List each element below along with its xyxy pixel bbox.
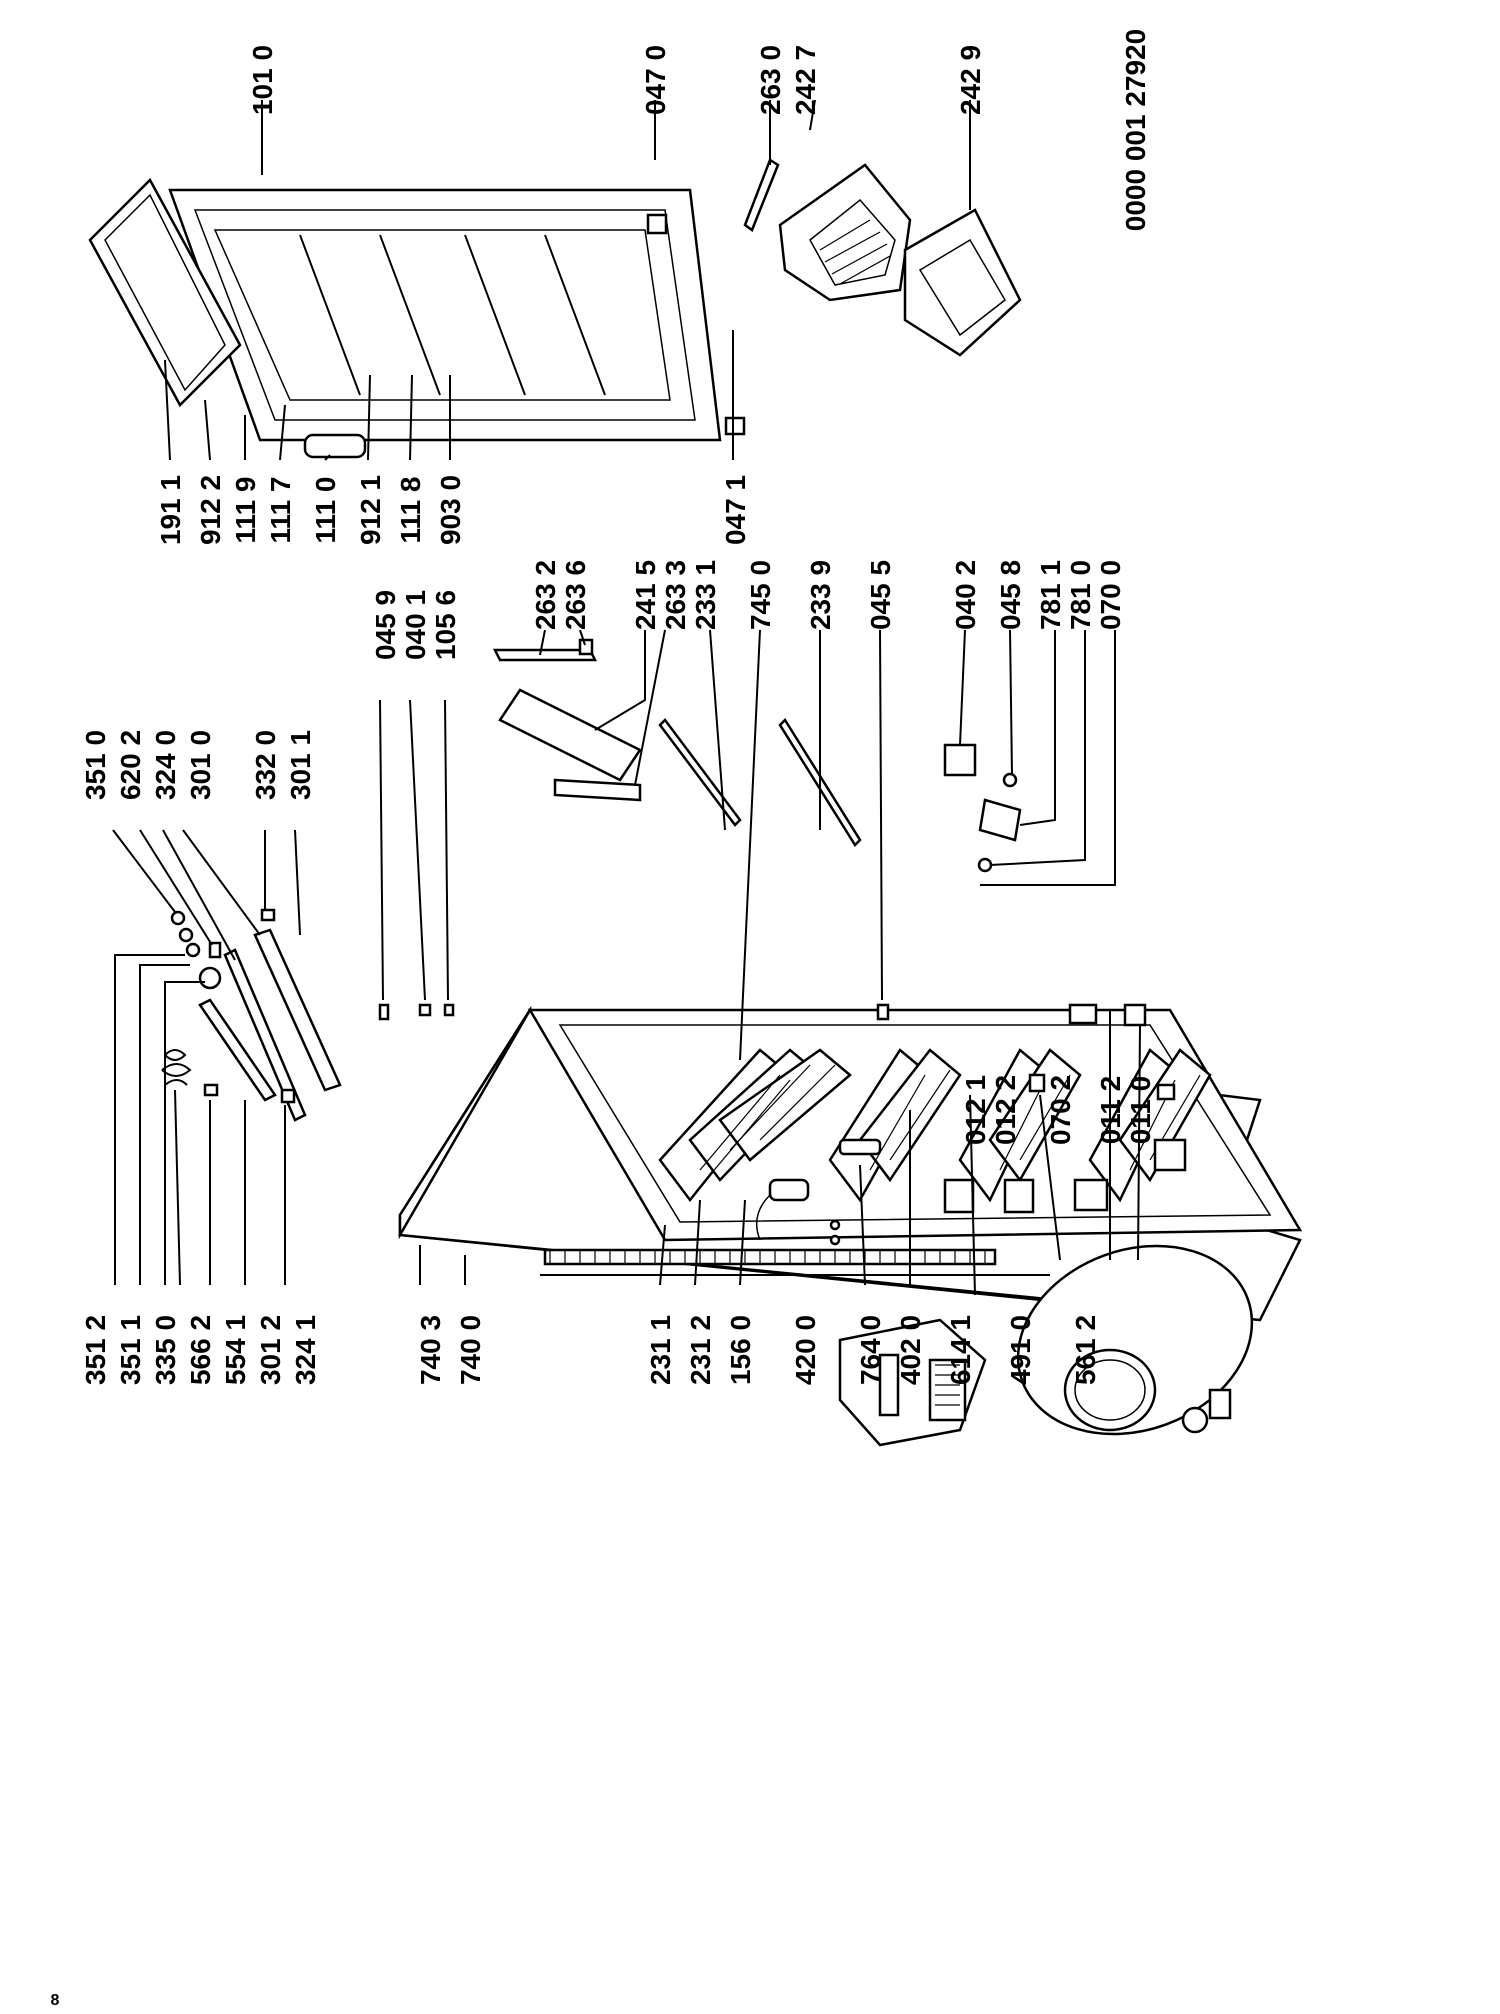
page-mark: 8 <box>51 1992 60 2009</box>
label-740-0: 740 0 <box>455 1315 486 1385</box>
label-420-0: 420 0 <box>790 1315 821 1385</box>
document-code: 0000 001 27920 <box>1120 29 1151 231</box>
compressor-compartment <box>1016 1244 1254 1436</box>
label-047-0: 047 0 <box>640 45 671 115</box>
interior-small-parts <box>378 638 1022 1021</box>
label-156-0: 156 0 <box>725 1315 756 1385</box>
label-111-0: 111 0 <box>310 477 341 544</box>
label-045-8: 045 8 <box>995 560 1026 630</box>
label-111-8: 111 8 <box>395 477 426 544</box>
label-231-1: 231 1 <box>645 1315 676 1385</box>
label-047-1: 047 1 <box>720 475 751 545</box>
label-242-9: 242 9 <box>955 45 986 115</box>
label-011-0: 011 0 <box>1125 1076 1156 1145</box>
drawer-2429 <box>903 208 1022 357</box>
label-301-1: 301 1 <box>285 730 316 800</box>
label-351-0: 351 0 <box>80 730 111 800</box>
label-301-2: 301 2 <box>255 1315 286 1385</box>
label-111-7: 111 7 <box>265 477 296 544</box>
label-351-1: 351 1 <box>115 1315 146 1385</box>
freezer-door <box>88 177 746 459</box>
label-324-0: 324 0 <box>150 730 181 800</box>
label-491-0: 491 0 <box>1005 1315 1036 1385</box>
label-263-0: 263 0 <box>755 45 786 115</box>
label-745-0: 745 0 <box>745 560 776 630</box>
freezer-cabinet <box>397 1005 1303 1447</box>
label-070-2: 070 2 <box>1045 1075 1076 1145</box>
label-263-2: 263 2 <box>530 560 561 630</box>
label-351-2: 351 2 <box>80 1315 111 1385</box>
label-242-7: 242 7 <box>790 45 821 115</box>
loose-parts <box>755 1003 1187 1246</box>
condenser-coil <box>540 1248 1050 1276</box>
label-101-0: 101 0 <box>247 45 278 115</box>
label-335-0: 335 0 <box>150 1315 181 1385</box>
drawer-2427 <box>778 163 912 302</box>
label-040-2: 040 2 <box>950 560 981 630</box>
label-241-5: 241 5 <box>630 560 661 630</box>
label-012-1: 012 1 <box>960 1075 991 1145</box>
label-764-0: 764 0 <box>855 1315 886 1385</box>
label-012-2: 012 2 <box>990 1075 1021 1145</box>
label-045-9: 045 9 <box>370 590 401 660</box>
label-040-1: 040 1 <box>400 590 431 660</box>
label-620-2: 620 2 <box>115 730 146 800</box>
label-566-2: 566 2 <box>185 1315 216 1385</box>
part-labels: 351 2 351 1 335 0 566 2 554 1 301 2 324 … <box>51 29 1156 2009</box>
label-912-2: 912 2 <box>195 475 226 545</box>
label-740-3: 740 3 <box>415 1315 446 1385</box>
label-263-6: 263 6 <box>560 560 591 630</box>
leader-lines <box>112 99 1141 1296</box>
label-561-2: 561 2 <box>1070 1315 1101 1385</box>
label-070-0: 070 0 <box>1095 560 1126 630</box>
label-301-0: 301 0 <box>185 730 216 800</box>
label-045-5: 045 5 <box>865 560 896 630</box>
drain-tray <box>838 1318 987 1447</box>
control-panel-parts <box>161 908 342 1122</box>
label-614-1: 614 1 <box>945 1315 976 1385</box>
label-233-1: 233 1 <box>690 560 721 630</box>
label-231-2: 231 2 <box>685 1315 716 1385</box>
label-912-1: 912 1 <box>355 475 386 545</box>
label-402-0: 402 0 <box>895 1315 926 1385</box>
label-781-0: 781 0 <box>1065 560 1096 630</box>
label-233-9: 233 9 <box>805 560 836 630</box>
label-011-2: 011 2 <box>1095 1076 1126 1145</box>
label-332-0: 332 0 <box>250 730 281 800</box>
label-111-9: 111 9 <box>230 477 261 544</box>
label-781-1: 781 1 <box>1035 560 1066 630</box>
label-903-0: 903 0 <box>435 475 466 545</box>
shelf-2630 <box>743 158 780 232</box>
label-324-1: 324 1 <box>290 1315 321 1385</box>
label-191-1: 191 1 <box>155 475 186 545</box>
label-105-6: 105 6 <box>430 590 461 660</box>
label-554-1: 554 1 <box>220 1315 251 1385</box>
label-263-3: 263 3 <box>660 560 691 630</box>
